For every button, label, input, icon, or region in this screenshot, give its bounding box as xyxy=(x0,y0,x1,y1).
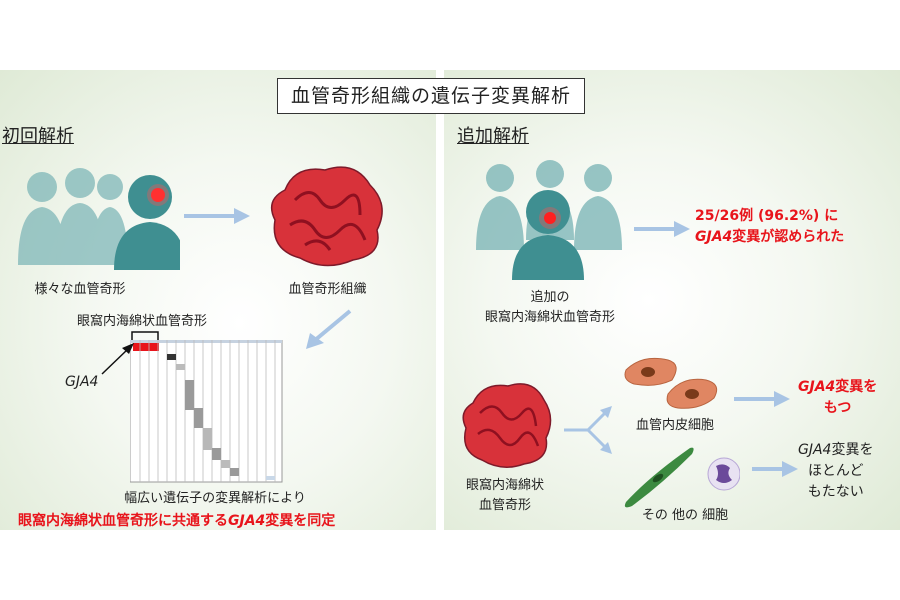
orbital-tissue-label: 眼窩内海綿状血管奇形 xyxy=(450,476,560,516)
arrow-to-result-icon xyxy=(634,221,690,237)
other-result-line2: ほとんど xyxy=(807,463,864,479)
lesion-marker-icon xyxy=(151,188,165,202)
initial-finding-prefix: 眼窩内海綿状血管奇形に共通する xyxy=(18,513,228,529)
other-result-gene: GJA4 xyxy=(798,442,832,458)
additional-result-line1: 25/26例 (96.2%) に xyxy=(695,208,839,224)
patients-group-icon xyxy=(18,168,180,270)
endothelial-result-gene: GJA4 xyxy=(798,379,836,395)
initial-finding-text: 眼窩内海綿状血管奇形に共通するGJA4変異を同定 xyxy=(18,510,335,530)
gja4-mutation-cells xyxy=(133,343,159,351)
additional-patients-group-icon xyxy=(476,160,622,280)
heatmap-bracket-label: 眼窩内海綿状血管奇形 xyxy=(76,314,207,329)
endothelial-cells-label: 血管内皮細胞 xyxy=(635,418,714,433)
additional-patients-label: 追加の眼窩内海綿状血管奇形 xyxy=(470,288,630,328)
mutation-heatmap xyxy=(130,340,283,483)
additional-analysis-heading: 追加解析 xyxy=(457,126,529,147)
orbital-tissue-line1: 眼窩内海綿状 xyxy=(465,478,544,493)
gja4-gene-label: GJA4 xyxy=(65,374,99,390)
endothelial-result-line1: 変異を xyxy=(835,379,878,395)
endothelial-result-text: GJA4変異をもつ xyxy=(798,377,877,419)
lesion-marker-icon xyxy=(544,212,556,224)
malformation-tissue-icon xyxy=(270,166,383,267)
initial-analysis-heading: 初回解析 xyxy=(2,126,74,147)
other-cells-label: その 他の 細胞 xyxy=(641,508,729,523)
additional-result-gene: GJA4 xyxy=(695,229,733,245)
initial-finding-suffix: 変異を同定 xyxy=(265,513,336,529)
additional-patients-line2: 眼窩内海綿状血管奇形 xyxy=(484,310,615,325)
gene-pointer-arrow-icon xyxy=(101,343,134,375)
arrow-to-tissue-icon xyxy=(184,208,250,224)
tissue-label: 血管奇形組織 xyxy=(288,282,367,297)
endothelial-cells-icon xyxy=(624,357,718,409)
orbital-tissue-line2: 血管奇形 xyxy=(478,498,531,513)
various-malformations-label: 様々な血管奇形 xyxy=(34,282,126,297)
additional-patients-line1: 追加の xyxy=(530,290,570,305)
other-cells-icon xyxy=(624,447,740,508)
arrow-to-endothelial-result-icon xyxy=(734,391,790,407)
additional-result-text: 25/26例 (96.2%) に GJA4変異が認められた xyxy=(695,206,844,248)
additional-result-line2: 変異が認められた xyxy=(732,229,845,245)
arrow-to-other-result-icon xyxy=(752,461,798,477)
initial-finding-gene: GJA4 xyxy=(228,513,266,529)
analysis-method-text: 幅広い遺伝子の変異解析により xyxy=(124,491,306,506)
other-result-line3: もたない xyxy=(807,484,864,500)
bracket-icon xyxy=(131,331,159,340)
main-title: 血管奇形組織の遺伝子変異解析 xyxy=(277,78,585,114)
other-result-text: GJA4変異をほとんどもたない xyxy=(798,440,873,503)
orbital-tissue-icon xyxy=(462,383,552,468)
arrow-to-heatmap-icon xyxy=(306,309,352,349)
split-arrows-icon xyxy=(564,406,612,454)
endothelial-result-line2: もつ xyxy=(823,400,852,416)
other-result-line1: 変異を xyxy=(831,442,874,458)
